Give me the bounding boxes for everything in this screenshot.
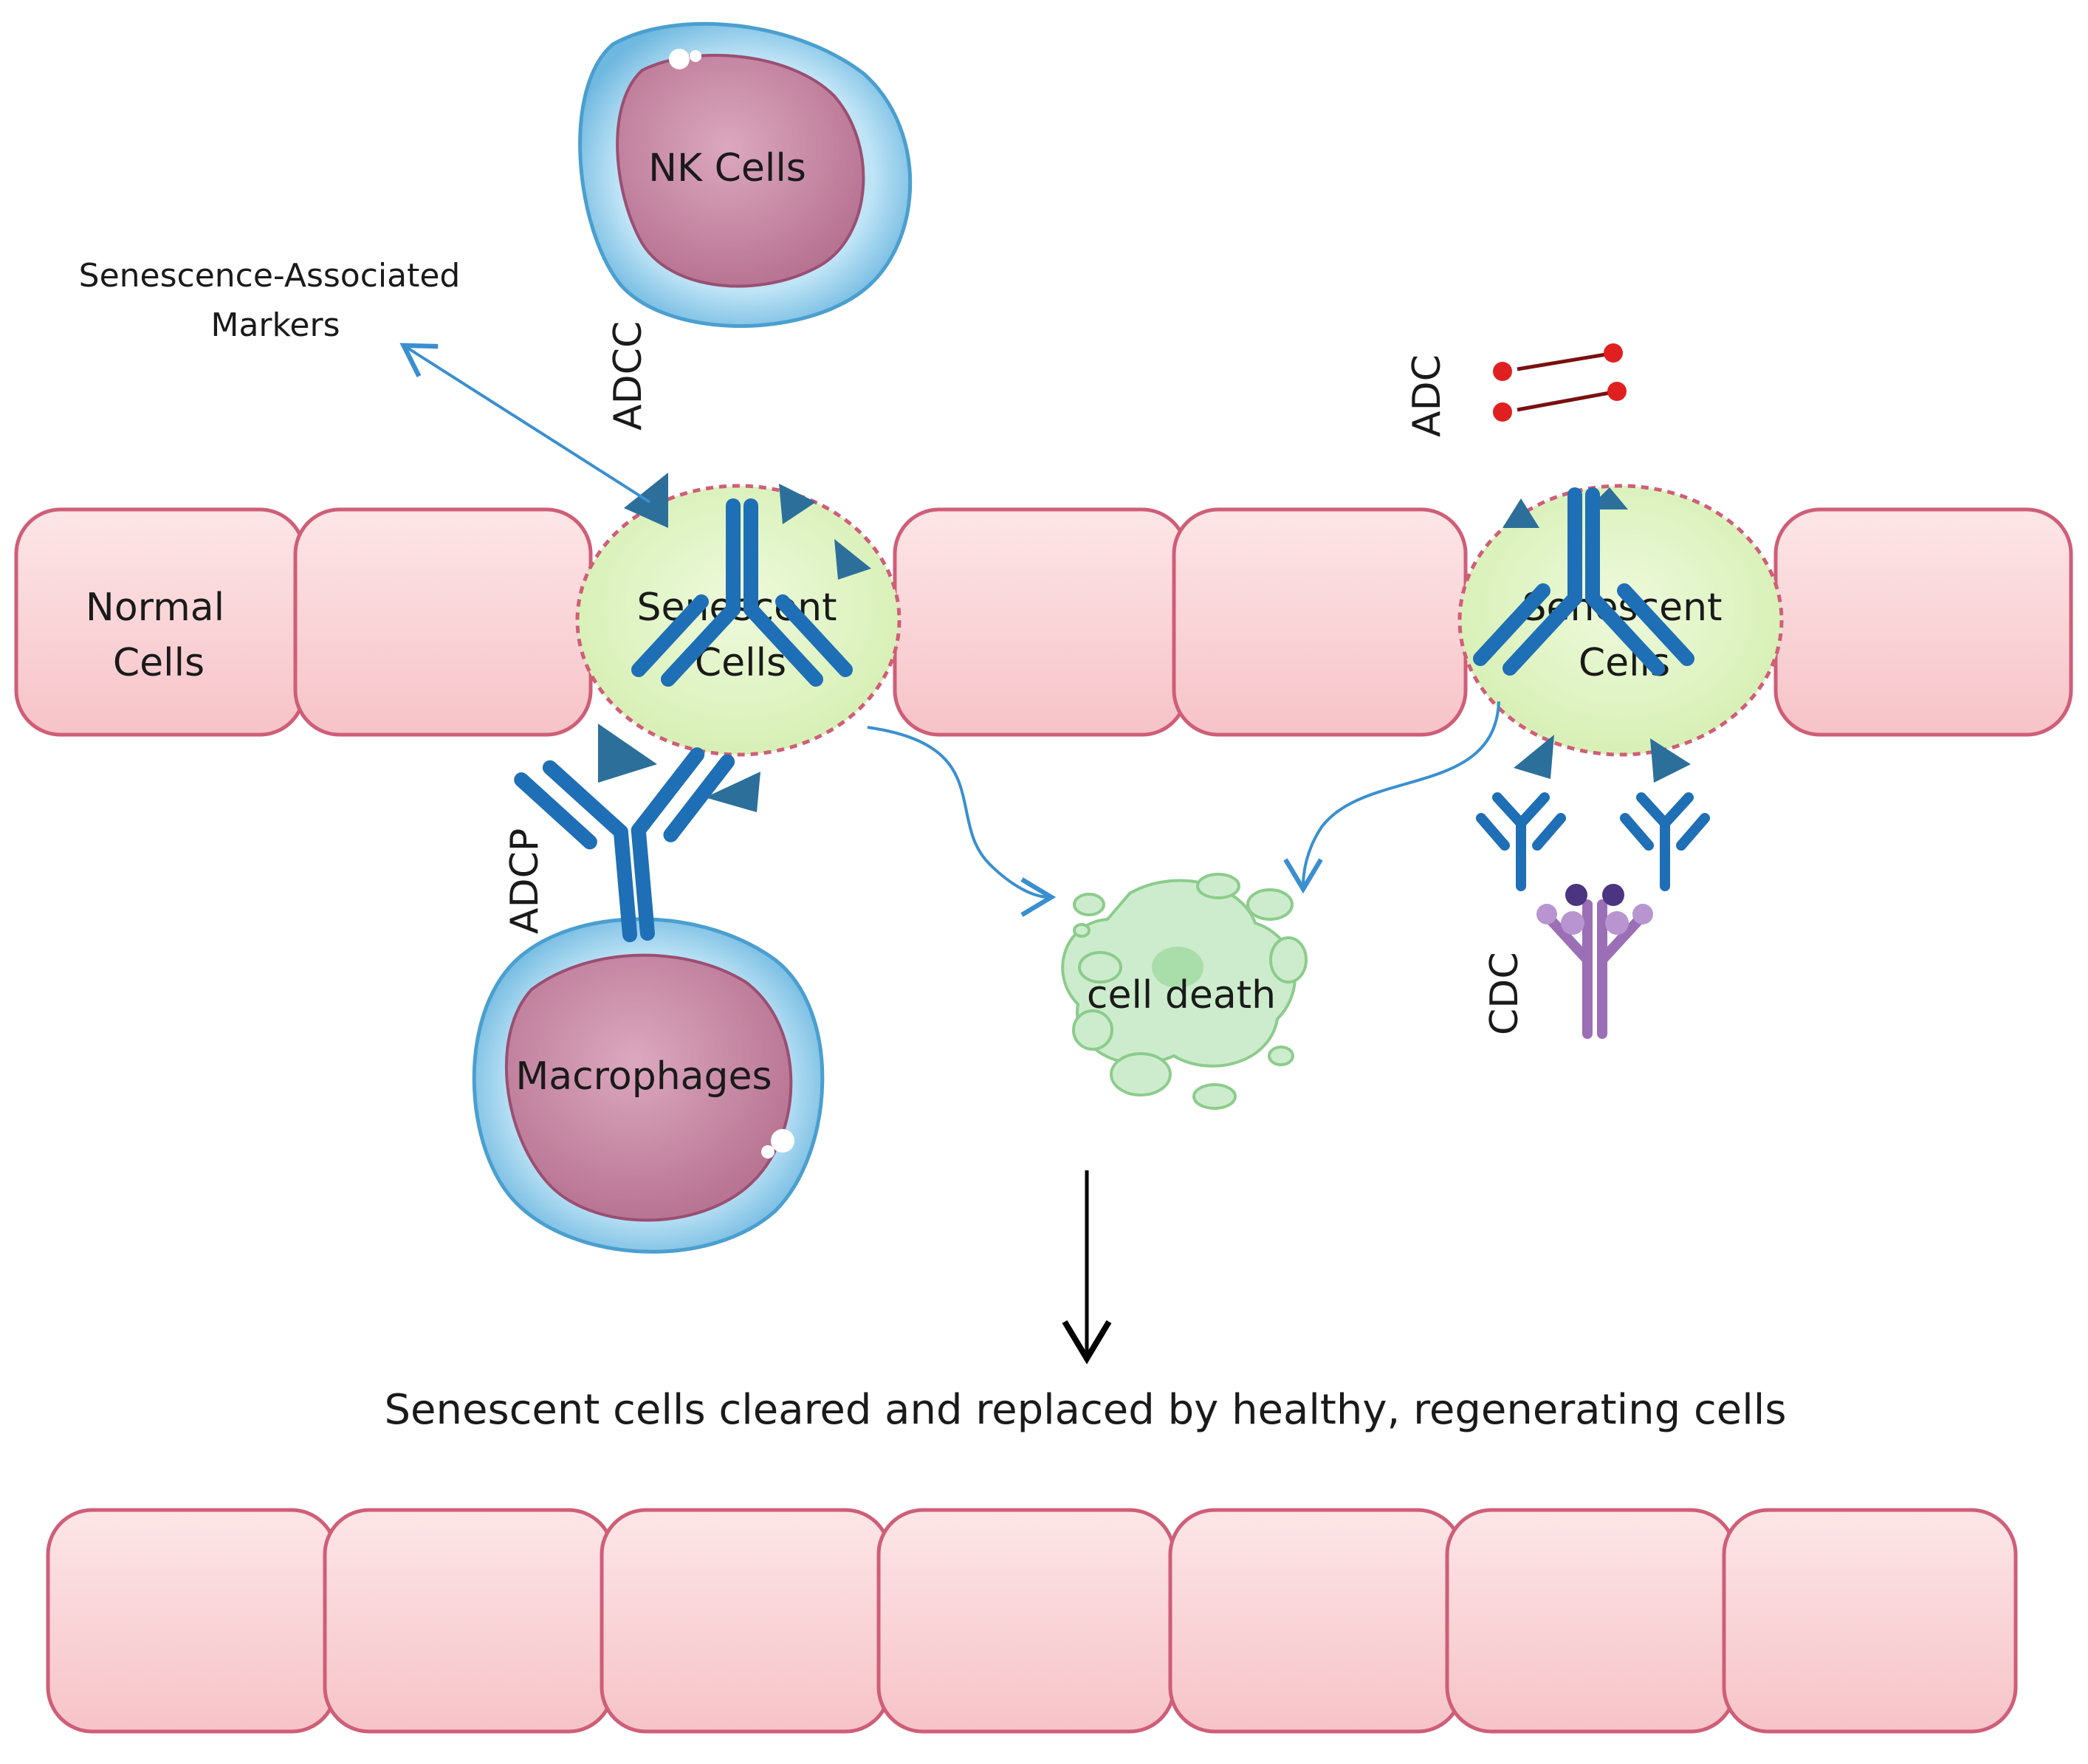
- arrow-to-cell-death-right: [1283, 701, 1500, 894]
- normal-cell: [1172, 507, 1468, 737]
- markers-label-2: Markers: [210, 306, 340, 344]
- healthy-cell-row-bottom: [46, 1508, 2018, 1734]
- marker-icon: [1503, 498, 1539, 528]
- drug-payload-icon: [1493, 362, 1512, 381]
- arrow-to-cell-death-left: [867, 726, 1057, 917]
- normal-cell: [293, 507, 593, 737]
- markers-label: Senescence-Associated: [79, 257, 461, 295]
- drug-payload-icon: [1493, 402, 1512, 422]
- adc-label: ADC: [1405, 354, 1449, 437]
- markers-pointer-arrow: [399, 343, 651, 504]
- drug-payload-icon: [1607, 382, 1627, 401]
- debris-core: [1152, 947, 1203, 988]
- macrophage-cell: [472, 917, 825, 1254]
- healthy-cell: [1168, 1508, 1464, 1734]
- cdc-label: CDC: [1483, 952, 1527, 1035]
- healthy-cell: [323, 1508, 615, 1734]
- adcp-antibody-icon: [521, 752, 741, 944]
- marker-icon: [779, 484, 816, 524]
- healthy-cell: [876, 1508, 1176, 1734]
- healthy-cell: [1445, 1508, 1737, 1734]
- cell-death-label: cell death: [1087, 973, 1276, 1017]
- marker-icon: [1650, 738, 1691, 783]
- marker-icon: [705, 772, 760, 812]
- drug-payload-group: [1493, 343, 1627, 422]
- normal-cells-label-2: Cells: [113, 641, 205, 685]
- cdc-antibody-icon-2: [1625, 797, 1705, 886]
- normal-cell: [893, 507, 1189, 737]
- cdc-antibody-icon: [1481, 797, 1561, 886]
- macrophages-label: Macrophages: [515, 1054, 772, 1099]
- normal-cell-row-top: [14, 507, 2073, 737]
- healthy-cell: [1722, 1508, 2018, 1734]
- adcp-label: ADCP: [503, 828, 547, 934]
- healthy-cell: [600, 1508, 892, 1734]
- adcc-label: ADCC: [606, 321, 650, 430]
- marker-icon: [598, 724, 657, 783]
- marker-icon: [834, 539, 871, 580]
- complement-protein-icon: [1536, 884, 1653, 1039]
- healthy-cell: [46, 1508, 338, 1734]
- nk-cells-label: NK Cells: [648, 146, 806, 191]
- senescent-cells-label-left-2: Cells: [695, 641, 786, 685]
- nk-cell: [578, 21, 913, 329]
- drug-payload-icon: [1604, 343, 1623, 363]
- normal-cell: [1773, 507, 2073, 737]
- normal-cells-label: Normal: [86, 586, 224, 630]
- senescent-cell-left: [575, 484, 902, 757]
- caption-text: Senescent cells cleared and replaced by …: [385, 1386, 1787, 1434]
- marker-icon: [1514, 735, 1554, 779]
